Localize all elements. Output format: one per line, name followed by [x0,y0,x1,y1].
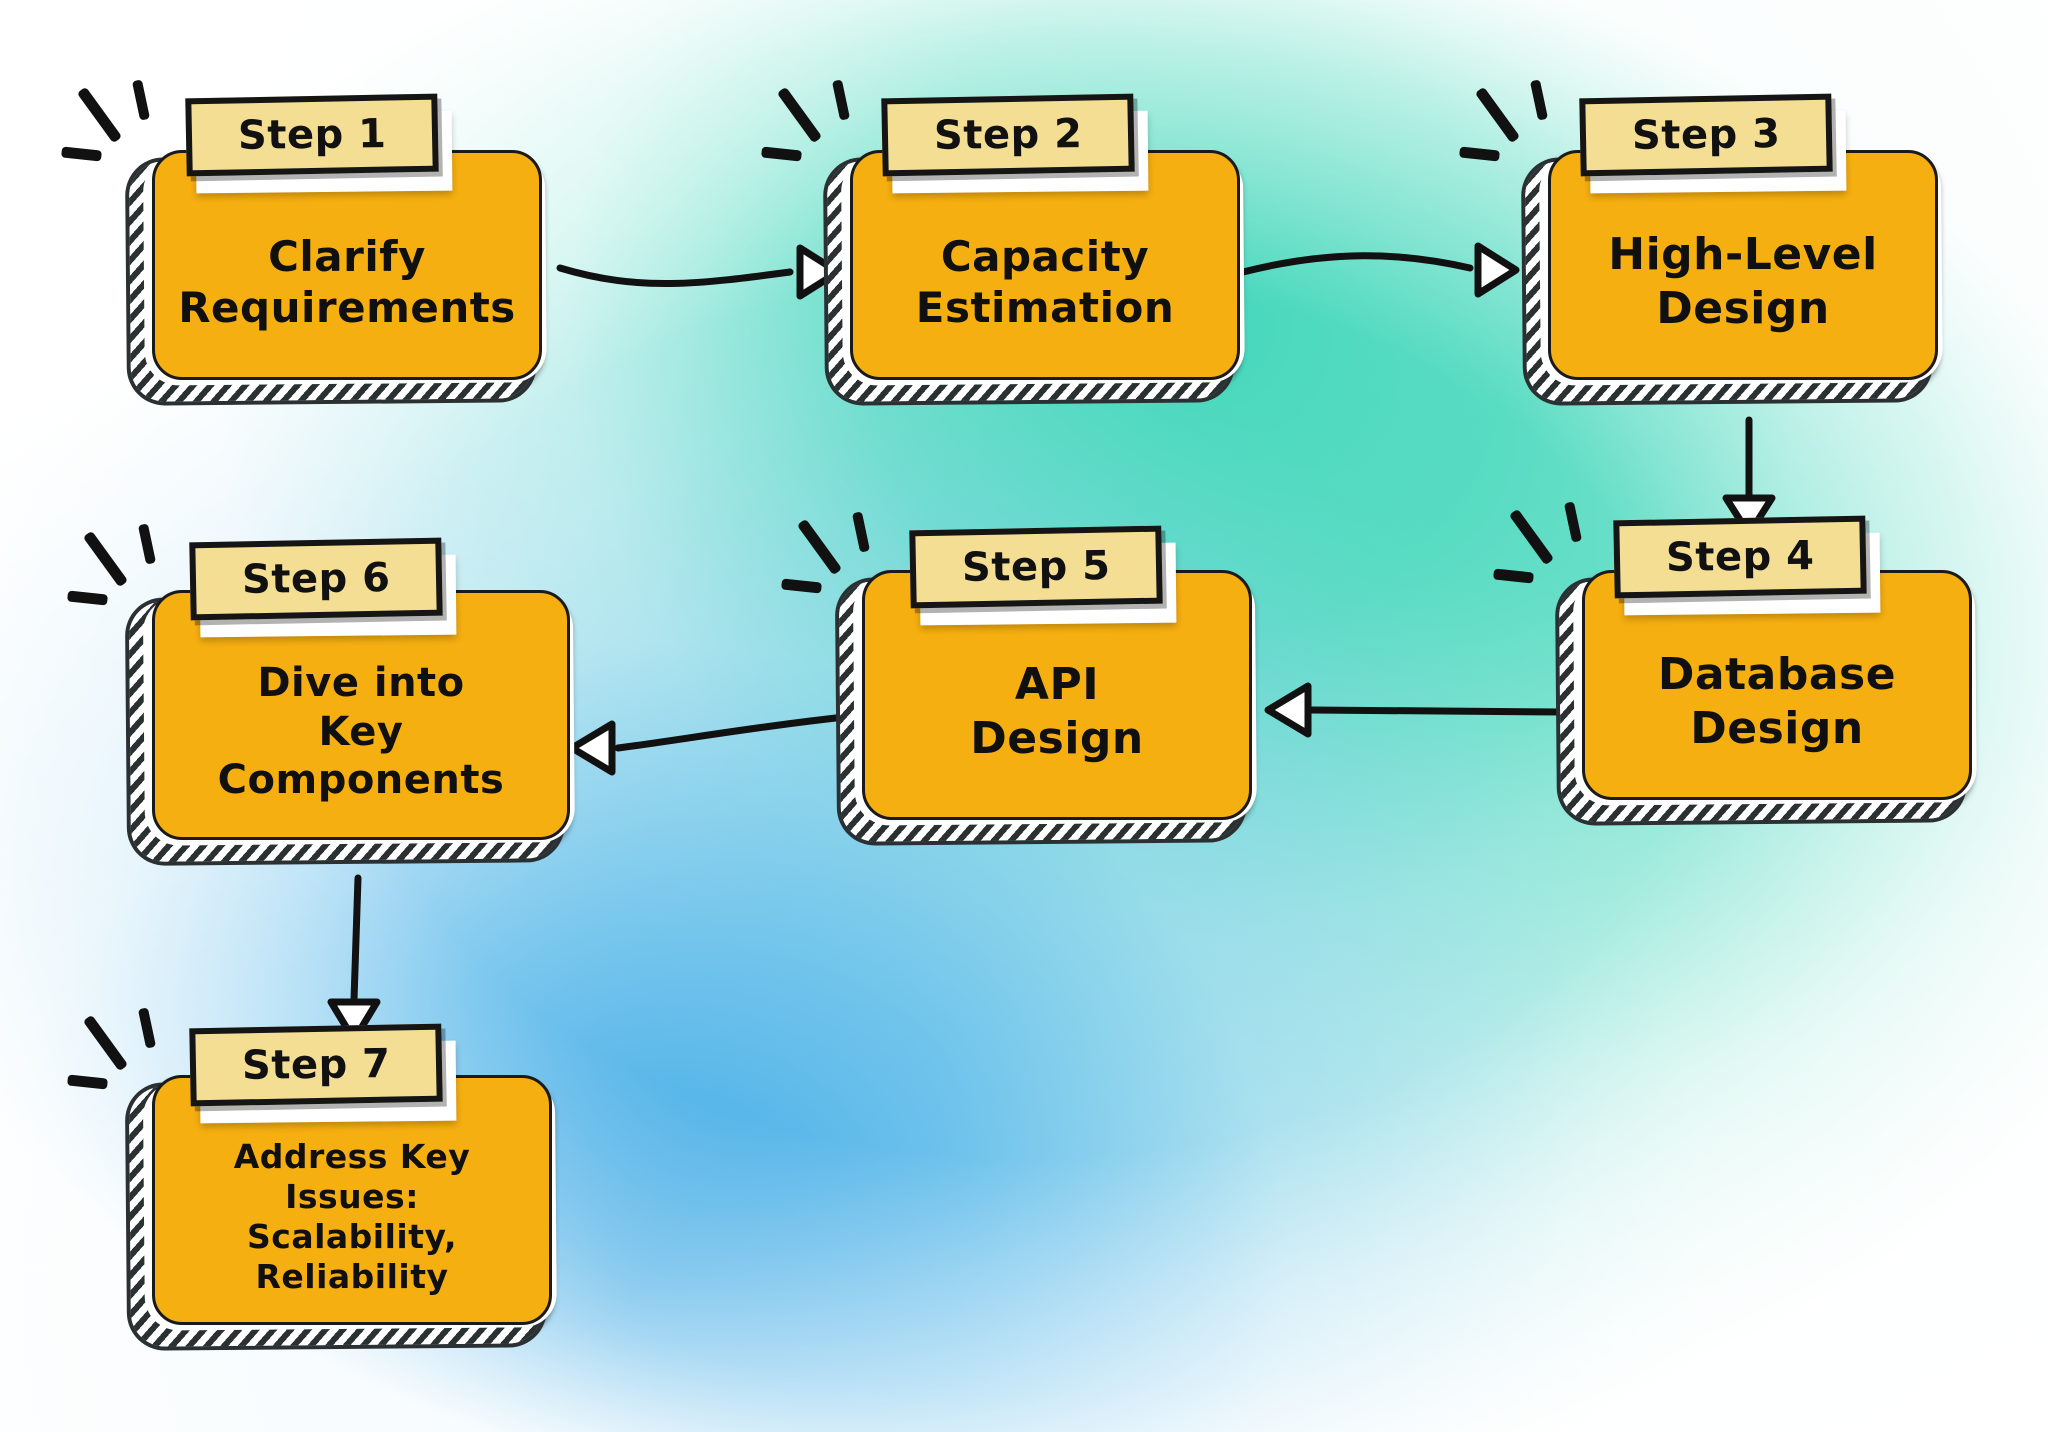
banner-label: Step 1 [237,111,387,159]
banner-label: Step 7 [241,1041,391,1089]
banner-step1: Step 1 [185,93,453,194]
edge-step1-step2 [556,244,842,300]
banner-label: Step 2 [933,111,1083,159]
banner-step2: Step 2 [881,93,1149,194]
banner-plate: Step 7 [189,1023,443,1107]
edge-step2-step3 [1239,242,1520,298]
banner-label: Step 4 [1665,533,1815,581]
edge-step3-step4 [1722,416,1776,538]
banner-plate: Step 3 [1579,93,1833,177]
banner-label: Step 6 [241,555,391,603]
node-body-text: API Design [970,659,1144,764]
edge-step4-step5 [1264,682,1566,738]
banner-step5: Step 5 [909,525,1177,626]
banner-step4: Step 4 [1613,515,1881,616]
banner-plate: Step 2 [881,93,1135,177]
edge-step5-step6 [568,712,858,776]
node-step3[interactable]: High-Level Design [1524,150,1943,402]
node-body-text: High-Level Design [1608,229,1878,334]
node-body-text: Clarify Requirements [178,231,516,332]
banner-plate: Step 1 [185,93,439,177]
banner-step6: Step 6 [189,537,457,638]
banner-label: Step 5 [961,543,1111,591]
banner-plate: Step 6 [189,537,443,621]
node-body-text: Address Key Issues: Scalability, Reliabi… [233,1136,471,1297]
node-body-text: Capacity Estimation [915,231,1175,332]
node-body-text: Database Design [1657,649,1897,754]
banner-plate: Step 4 [1613,515,1867,599]
node-body-text: Dive into Key Components [217,659,505,804]
edge-step6-step7 [327,874,381,1044]
banner-plate: Step 5 [909,525,1163,609]
banner-step3: Step 3 [1579,93,1847,194]
banner-label: Step 3 [1631,111,1781,159]
banner-step7: Step 7 [189,1023,457,1124]
